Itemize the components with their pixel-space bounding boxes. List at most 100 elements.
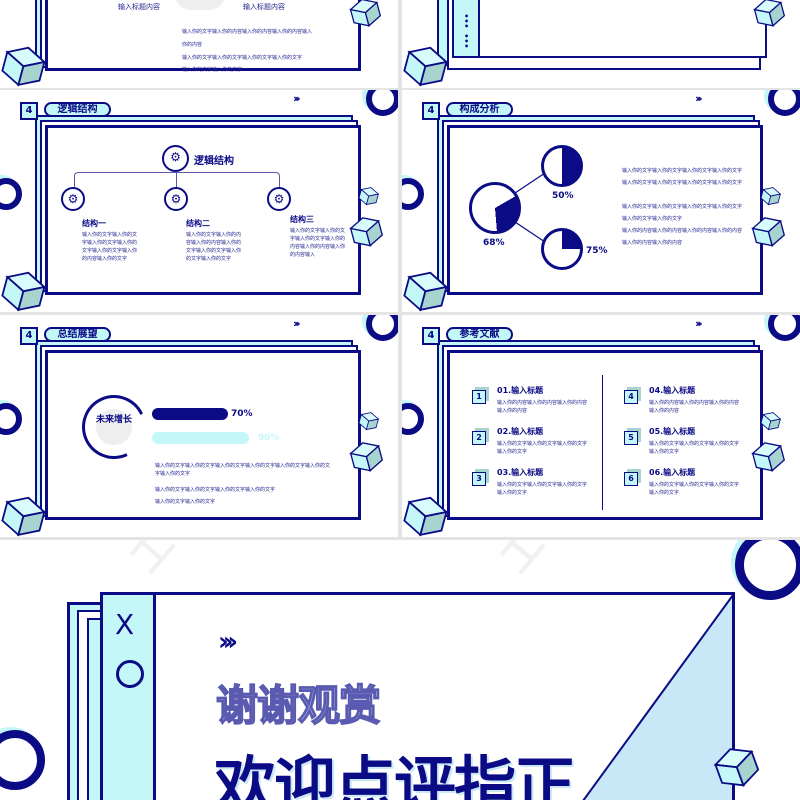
slide-title: 逻辑结构 <box>44 102 111 117</box>
bar-label: 90% <box>258 433 280 443</box>
gear-icon: ⚙ <box>267 187 291 211</box>
cube-number-icon: 6 <box>624 472 638 486</box>
reference-title: 04.输入标题 <box>649 386 696 395</box>
body-text: 输入你的文字输入你的文字输入你的文字输入你的文字 <box>182 55 303 61</box>
slide-logic-structure[interactable]: ››› 4 逻辑结构 ⚙ 逻辑结构 ⚙ ⚙ ⚙ 结构一 结构二 结构三 输入你的… <box>0 90 398 312</box>
reference-text: 输入你的文字输入你的文字输入你的文字输入你的文字 <box>649 441 740 455</box>
body-text: 你的内容 <box>182 42 203 48</box>
branch-title: 结构一 <box>82 219 106 228</box>
ring-decoration <box>768 90 800 116</box>
pie-label: 75% <box>586 246 608 256</box>
branch-text: 输入你的文字输入你的文字输入你的文字输入你的内容输入你的内容输入你的内容输入 <box>290 228 346 258</box>
slide-partial-top-right[interactable]: •••••• <box>402 0 800 88</box>
frame-front <box>45 125 361 295</box>
triangle-decoration <box>582 595 733 800</box>
section-number: 4 <box>422 102 440 120</box>
body-text: 输入你的文字输入你的文字输入你的文字输入你的文字 <box>155 487 276 493</box>
cube-icon <box>344 433 388 477</box>
ring-decoration <box>735 540 800 600</box>
branch-title: 结构三 <box>290 215 314 224</box>
section-number: 4 <box>20 327 38 345</box>
pie-68 <box>469 182 521 234</box>
ring-decoration <box>0 730 45 790</box>
center-title: 逻辑结构 <box>194 156 234 167</box>
sidebar <box>100 592 156 800</box>
ring-decoration <box>366 315 398 341</box>
cube-icon <box>746 433 790 477</box>
reference-title: 05.输入标题 <box>649 427 696 436</box>
gear-icon: ⚙ <box>61 187 85 211</box>
body-text: 输入你的内容输入你的内容 <box>622 240 683 246</box>
ring-decoration <box>768 315 800 341</box>
chevrons-icon: ››› <box>695 317 702 330</box>
cube-number-icon: 5 <box>624 431 638 445</box>
body-text: 输入你的文字输入你的文字输入你的文字输入你的文字 <box>622 180 743 186</box>
ring-decoration <box>0 178 22 210</box>
slide-references[interactable]: ››› 4 参考文献 1 01.输入标题 输入你的内容输入你的内容输入你的内容输… <box>402 315 800 537</box>
cube-number-icon: 4 <box>624 390 638 404</box>
frame-front <box>447 350 763 520</box>
connector-line <box>176 172 177 188</box>
thanks-title: 谢谢观赏 <box>215 680 382 731</box>
circle-icon <box>116 660 144 688</box>
progress-bar-90 <box>152 432 250 444</box>
body-text: 输入你的文字输入你的文字输入你的文字输入你的文字 <box>622 168 743 174</box>
label: 输入标题内容 <box>118 3 160 12</box>
cube-icon <box>344 208 388 252</box>
watermark: 工 <box>122 540 184 582</box>
body-text: 输入你的文字输入你的文字 <box>622 216 683 222</box>
body-text: 输入你的文字输入你的文字输入你的文字输入你的文字输入你的文字输入你的文字输入你的… <box>155 463 331 477</box>
reference-title: 06.输入标题 <box>649 468 696 477</box>
branch-title: 结构二 <box>186 219 210 228</box>
welcome-title: 欢迎点评指正 <box>214 749 576 800</box>
reference-text: 输入你的文字输入你的文字输入你的文字输入你的文字 <box>497 482 588 496</box>
pie-50 <box>541 145 583 187</box>
watermark: 工 <box>492 540 554 582</box>
body-text: 输入你的文字输入你的文字输入你的文字输入你的文字 <box>622 204 743 210</box>
gear-icon: ⚙ <box>162 145 189 172</box>
pie-75 <box>541 228 583 270</box>
pie-connectors <box>511 172 546 243</box>
branch-text: 输入你的文字输入你的内容输入你的内容输入你的文字输入你的文字输入你的文字输入你的… <box>186 232 242 262</box>
branch-text: 输入你的文字输入你的文字输入你的文字输入你的文字输入你的文字输入你的内容输入你的… <box>82 232 138 262</box>
cube-number-icon: 1 <box>472 390 486 404</box>
ring-decoration <box>402 403 424 435</box>
section-number: 4 <box>422 327 440 345</box>
sidebar <box>452 0 480 58</box>
dots-icon: •••••• <box>464 12 470 51</box>
slide-thanks[interactable]: X ››› 谢谢观赏 欢迎点评指正 工 工 <box>0 540 800 800</box>
slide-composition-analysis[interactable]: ››› 4 构成分析 50% 68% 75% 输入你的文字输入你的文字输入你的文… <box>402 90 800 312</box>
cube-number-icon: 2 <box>472 431 486 445</box>
reference-text: 输入你的文字输入你的文字输入你的文字输入你的文字 <box>497 441 588 455</box>
reference-text: 输入你的文字输入你的文字输入你的文字输入你的文字 <box>649 482 740 496</box>
progress-bar-70 <box>152 408 228 420</box>
pie-label: 68% <box>483 238 505 248</box>
reference-title: 03.输入标题 <box>497 468 544 477</box>
body-text: 输入你的文字输入你的文字 <box>155 499 216 505</box>
section-number: 4 <box>20 102 38 120</box>
pie-label: 50% <box>552 191 574 201</box>
close-icon[interactable]: X <box>115 608 135 641</box>
circle-label: 未来增长 <box>96 409 132 445</box>
slide-title: 参考文献 <box>446 327 513 342</box>
body-text: 输入你的文字输入你的文字 <box>182 67 243 73</box>
divider <box>602 375 603 510</box>
chevrons-icon: ››› <box>293 92 300 105</box>
chevrons-icon: ››› <box>695 92 702 105</box>
slide-partial-top-left[interactable]: 输入标题内容 输入标题内容 输入你的文字输入你的内容输入你的内容输入你的内容输入… <box>0 0 398 88</box>
chevrons-icon: ››› <box>218 627 238 657</box>
slide-title: 总结展望 <box>44 327 111 342</box>
reference-text: 输入你的内容输入你的内容输入你的内容输入你的内容 <box>497 400 588 414</box>
label: 输入标题内容 <box>243 3 285 12</box>
ring-decoration <box>366 90 398 116</box>
reference-text: 输入你的内容输入你的内容输入你的内容输入你的内容 <box>649 400 740 414</box>
ring-decoration <box>402 178 424 210</box>
cube-number-icon: 3 <box>472 472 486 486</box>
chevrons-icon: ››› <box>293 317 300 330</box>
reference-title: 01.输入标题 <box>497 386 544 395</box>
connector-line <box>74 172 280 188</box>
slide-summary-outlook[interactable]: ››› 4 总结展望 未来增长 70% 90% 输入你的文字输入你的文字输入你的… <box>0 315 398 537</box>
gear-icon: ⚙ <box>164 187 188 211</box>
frame-front <box>45 0 361 71</box>
bar-label: 70% <box>231 409 253 419</box>
